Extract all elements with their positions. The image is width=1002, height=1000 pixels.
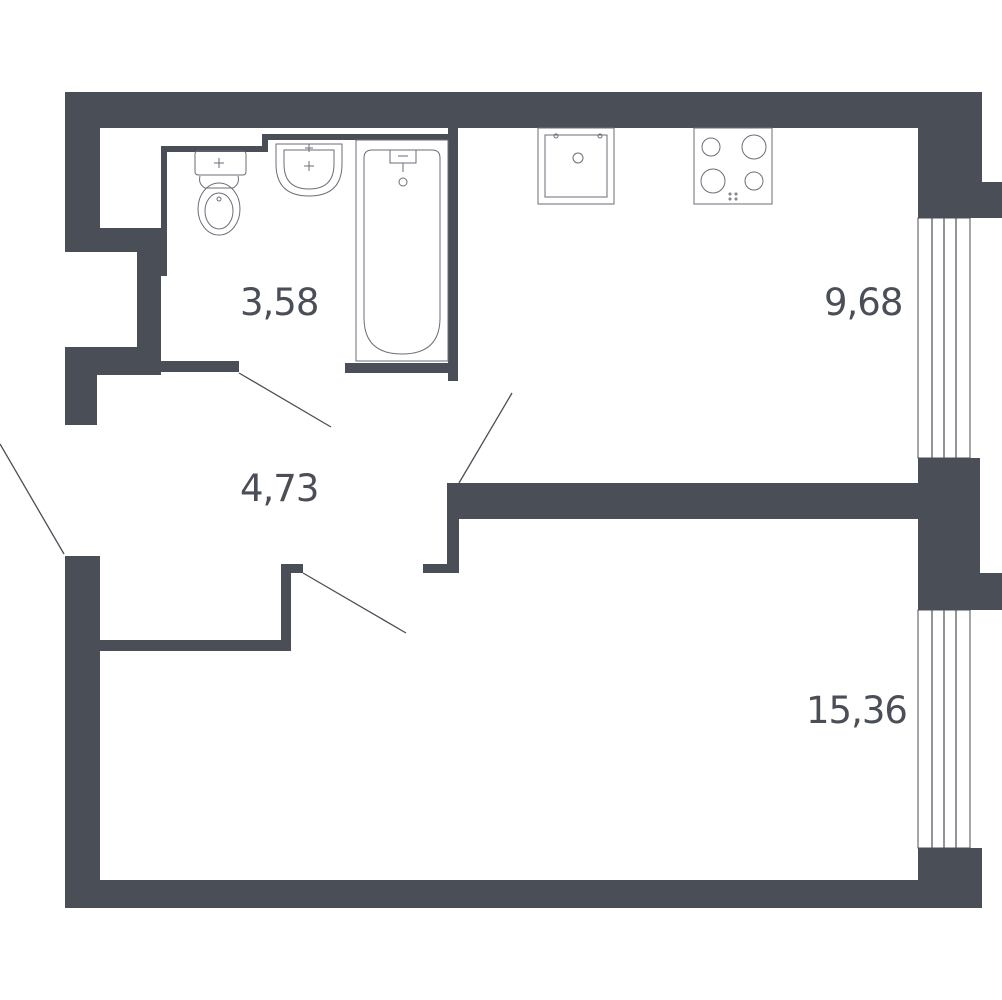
sink-icon bbox=[275, 143, 343, 197]
wall-right-mid-tab bbox=[978, 573, 1002, 610]
bath-wall-top-step bbox=[262, 134, 268, 152]
bath-wall-bottom-right bbox=[345, 363, 458, 373]
bath-wall-left bbox=[161, 146, 167, 276]
window-kitchen bbox=[917, 217, 971, 459]
interior-walls bbox=[100, 128, 918, 651]
wall-right-mid bbox=[918, 458, 980, 610]
hallway-area-label: 4,73 bbox=[240, 467, 319, 510]
window-living bbox=[917, 609, 971, 849]
door-entrance bbox=[0, 443, 65, 555]
kitchen-area-label: 9,68 bbox=[824, 281, 903, 324]
wall-top bbox=[65, 92, 982, 128]
stove-icon bbox=[693, 127, 773, 205]
door-living bbox=[302, 572, 407, 634]
door-kitchen bbox=[458, 392, 513, 484]
bathtub-icon bbox=[355, 139, 449, 362]
bath-wall-right bbox=[448, 128, 458, 381]
wall-right-bottom bbox=[918, 848, 982, 908]
wall-left-upper bbox=[65, 92, 100, 252]
partition-door-foot bbox=[423, 564, 459, 573]
hall-wall-post bbox=[281, 564, 291, 651]
kitchen-sink-icon bbox=[537, 127, 615, 205]
bath-wall-top-left bbox=[165, 146, 265, 152]
bath-wall-top-right bbox=[262, 134, 452, 140]
wall-bottom bbox=[65, 880, 982, 908]
partition-kitchen-living bbox=[447, 483, 918, 519]
living-area-label: 15,36 bbox=[806, 689, 908, 732]
bath-wall-bottom-left bbox=[157, 361, 239, 372]
wall-left-lower bbox=[65, 556, 100, 908]
bathroom-area-label: 3,58 bbox=[240, 281, 319, 324]
toilet-icon bbox=[194, 150, 247, 236]
wall-right-top-tab bbox=[980, 182, 1002, 218]
door-swings bbox=[0, 372, 513, 634]
wall-left-pillar-stub bbox=[65, 347, 97, 425]
exterior-walls bbox=[65, 92, 1002, 908]
partition-door-post bbox=[447, 483, 459, 573]
hall-wall-cap bbox=[281, 564, 303, 573]
door-bathroom bbox=[238, 372, 332, 428]
wall-right-top bbox=[918, 92, 982, 218]
wall-notch-column bbox=[137, 228, 161, 360]
hall-wall-bottom bbox=[100, 640, 291, 651]
